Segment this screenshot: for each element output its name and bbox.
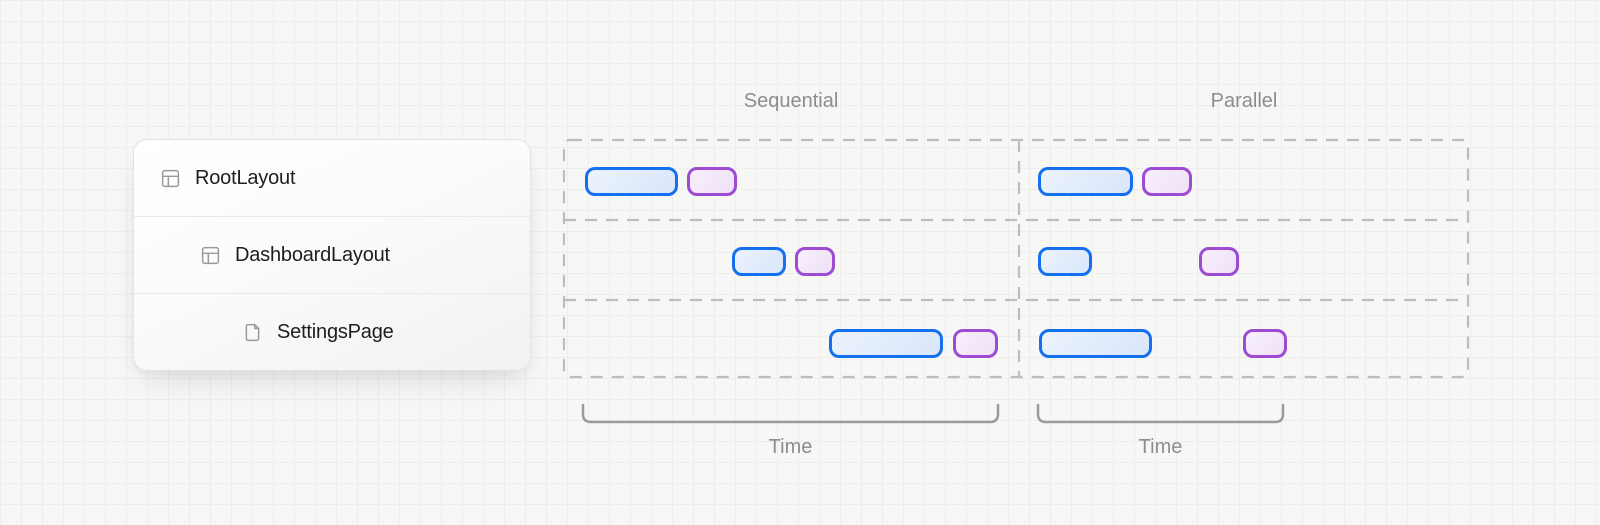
timeline-outer-box bbox=[562, 138, 1470, 379]
tree-item-rootlayout: RootLayout bbox=[134, 140, 530, 216]
tree-item-label: RootLayout bbox=[195, 166, 296, 189]
bar-sequential-row1-render bbox=[687, 166, 737, 196]
bar-sequential-row1-fetch bbox=[585, 166, 678, 196]
component-tree-card: RootLayout DashboardLayout SettingsPage bbox=[133, 139, 531, 371]
bar-parallel-row3-render bbox=[1243, 328, 1287, 358]
layout-icon bbox=[160, 168, 181, 189]
bar-parallel-row1-fetch bbox=[1038, 166, 1133, 196]
bar-parallel-row2-render bbox=[1199, 246, 1239, 276]
layout-icon bbox=[200, 245, 221, 266]
bar-sequential-row2-render bbox=[795, 246, 835, 276]
bar-parallel-row2-fetch bbox=[1038, 246, 1092, 276]
bar-parallel-row3-fetch bbox=[1039, 328, 1152, 358]
bar-parallel-row1-render bbox=[1142, 166, 1192, 196]
bar-sequential-row3-render bbox=[953, 328, 998, 358]
tree-item-label: DashboardLayout bbox=[235, 243, 390, 266]
time-bracket-parallel bbox=[1036, 403, 1285, 424]
tree-item-label: SettingsPage bbox=[277, 320, 394, 343]
bar-sequential-row3-fetch bbox=[829, 328, 943, 358]
bar-sequential-row2-fetch bbox=[732, 246, 786, 276]
time-bracket-sequential bbox=[581, 403, 1000, 424]
tree-item-settingspage: SettingsPage bbox=[134, 293, 530, 370]
tree-item-dashboardlayout: DashboardLayout bbox=[134, 216, 530, 293]
time-label-sequential: Time bbox=[768, 436, 813, 458]
section-label-parallel: Parallel bbox=[1210, 90, 1278, 112]
section-label-sequential: Sequential bbox=[743, 90, 839, 112]
file-icon bbox=[242, 322, 263, 343]
time-label-parallel: Time bbox=[1138, 436, 1183, 458]
